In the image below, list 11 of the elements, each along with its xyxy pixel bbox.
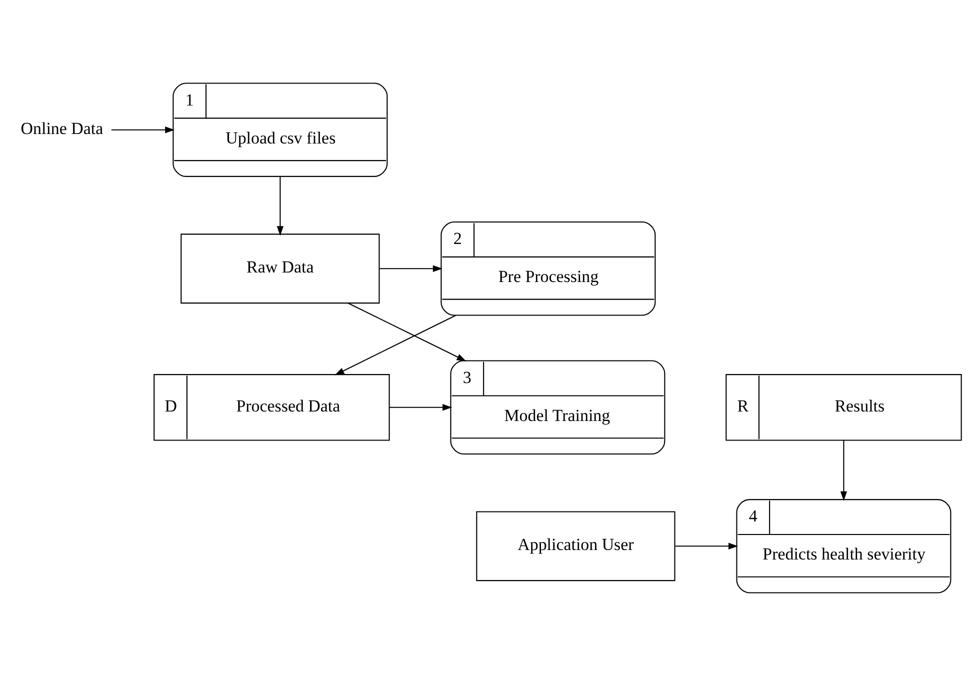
node-text: Online Data bbox=[20, 118, 104, 138]
arrow bbox=[334, 314, 456, 375]
arrow bbox=[389, 404, 452, 410]
arrow bbox=[675, 542, 738, 549]
arrow bbox=[348, 302, 466, 361]
arrow bbox=[840, 440, 848, 500]
arrow bbox=[276, 176, 284, 236]
node-box: Application User bbox=[476, 510, 676, 581]
arrow bbox=[380, 264, 442, 272]
arrow bbox=[111, 126, 175, 133]
node-box: Raw Data bbox=[180, 233, 380, 304]
